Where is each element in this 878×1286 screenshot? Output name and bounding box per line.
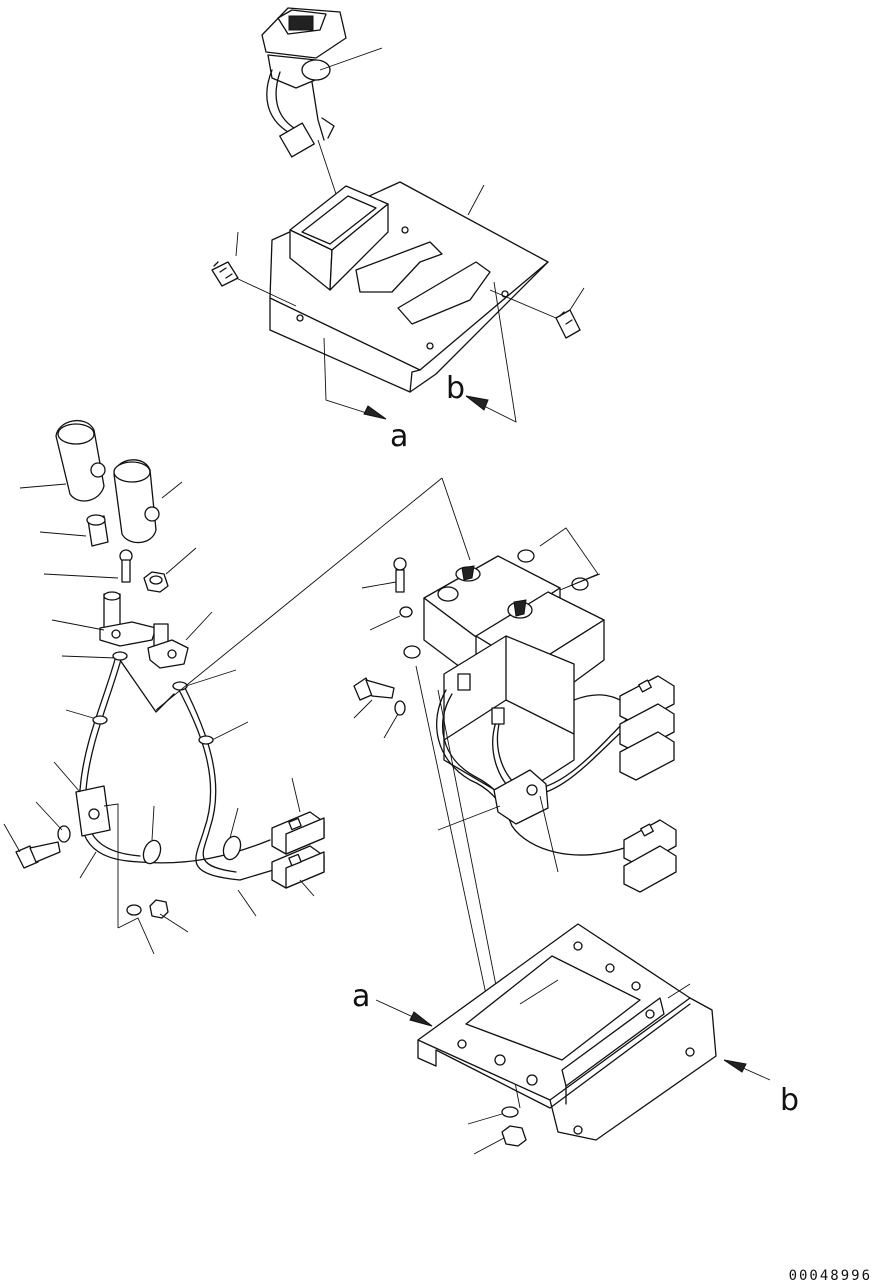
label-b-top: b <box>446 371 465 406</box>
arrow-b-bottom-head <box>723 1059 747 1073</box>
washer-right-lower <box>394 700 406 716</box>
leader-line-plate <box>467 184 485 216</box>
clamp-left <box>75 785 111 837</box>
label-a-top: a <box>390 419 408 454</box>
bolt-right-upper <box>393 557 407 593</box>
joystick-mount <box>99 591 189 669</box>
connector-right-stack <box>619 675 675 781</box>
screw-left <box>211 261 239 287</box>
screw-right <box>555 309 581 339</box>
clamp-right <box>493 769 549 825</box>
arrow-a-bottom-head <box>409 1011 433 1027</box>
washer-left <box>57 825 71 843</box>
bolt-right-lower <box>353 677 395 701</box>
bolt-left <box>15 841 61 869</box>
arrow-b-top-guide <box>475 281 517 423</box>
washer-bottom-left <box>126 904 142 916</box>
leader-line-switch <box>319 47 383 71</box>
nut-tall <box>86 514 109 547</box>
connector-left-upper <box>271 811 325 855</box>
hex-nut-left <box>143 571 169 593</box>
nut-bracket <box>501 1125 527 1147</box>
label-b-bottom: b <box>780 1083 799 1118</box>
wire-harness-left <box>78 651 281 881</box>
small-screw <box>119 549 133 583</box>
arrow-b-top-head <box>465 395 489 411</box>
guide-line-switch <box>317 139 339 201</box>
label-a-bottom: a <box>352 979 370 1014</box>
rocker-switch <box>261 7 347 158</box>
knob-left <box>55 419 106 502</box>
mounting-bracket <box>417 923 717 1141</box>
connector-right-bottom <box>623 819 677 893</box>
knob-right <box>113 459 160 544</box>
cover-plate <box>269 181 549 393</box>
nut-bottom-left <box>149 899 169 919</box>
washer-right-upper <box>399 606 413 618</box>
connector-left-lower <box>271 845 325 889</box>
switch-block <box>403 549 605 801</box>
arrow-a-top-guide <box>323 337 377 417</box>
washer-bracket <box>501 1106 519 1118</box>
arrow-a-top-head <box>363 405 387 420</box>
part-number: 00048996 <box>788 1268 872 1284</box>
